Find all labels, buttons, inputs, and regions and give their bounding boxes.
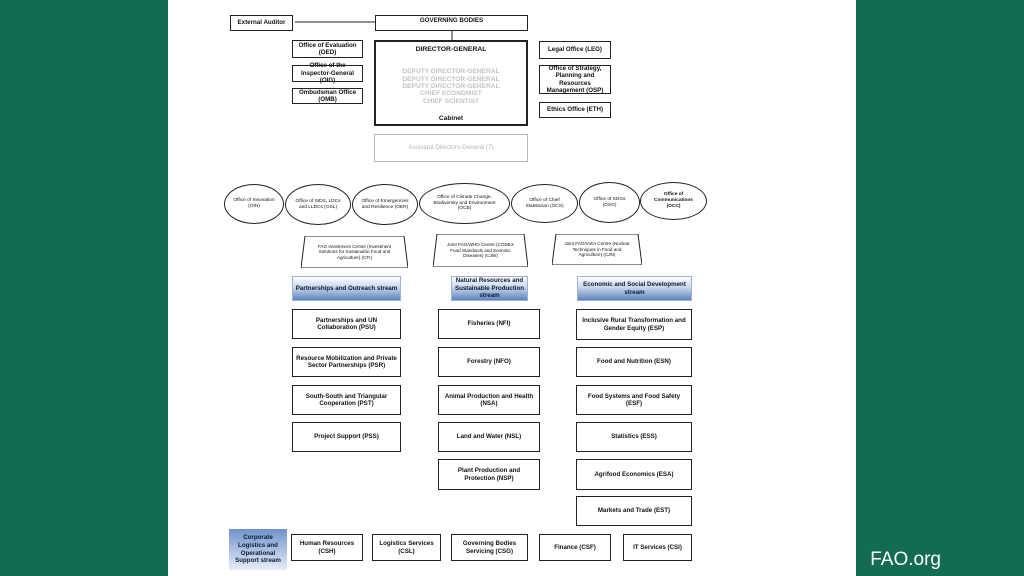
office-oval-label: Office of Innovation (OIN) — [233, 198, 275, 209]
centre-label: Joint FAO/IAEA Centre (Nuclear Technique… — [564, 241, 630, 258]
office-oval-ocs: Office of Chief Statistician (OCS) — [511, 184, 578, 223]
office-label: Office of Strategy, Planning and Resourc… — [546, 64, 604, 94]
office-oval-osg: Office of SDGs (OSG) — [579, 182, 640, 223]
office-oval-label: Office of Chief Statistician (OCS) — [525, 197, 564, 209]
centre-label: Joint FAO/WHO Centre (CODEX Food Standar… — [447, 242, 514, 259]
unit-label: Plant Production and Protection (NSP) — [457, 467, 521, 482]
unit-est: Markets and Trade (EST) — [576, 496, 692, 526]
office-label: Legal Office (LEG) — [548, 46, 602, 54]
unit-nsl: Land and Water (NSL) — [438, 422, 540, 452]
external-auditor-box: External Auditor — [230, 15, 293, 31]
office-box-omb: Ombudsman Office (OMB) — [292, 88, 363, 104]
office-oval-osl: Office of SIDS, LDCs and LLDCs (OSL) — [285, 184, 351, 225]
stream-header-partnerships: Partnerships and Outreach stream — [292, 276, 401, 301]
unit-csf: Finance (CSF) — [539, 534, 611, 561]
unit-pst: South-South and Triangular Cooperation (… — [292, 385, 401, 415]
unit-nfi: Fisheries (NFI) — [438, 309, 540, 339]
unit-label: Logistics Services (CSL) — [379, 540, 434, 555]
office-label: Ombudsman Office (OMB) — [298, 88, 357, 103]
unit-label: Statistics (ESS) — [611, 433, 657, 441]
office-box-eth: Ethics Office (ETH) — [539, 102, 611, 118]
fao-org-footer: FAO.org — [870, 549, 941, 570]
centre-cjn: Joint FAO/IAEA Centre (Nuclear Technique… — [552, 234, 642, 265]
unit-pss: Project Support (PSS) — [292, 422, 401, 452]
chief-scientist-label: CHIEF SCIENTIST — [422, 97, 480, 105]
office-label: Office of the Inspector-General (OIG) — [301, 62, 354, 85]
external-auditor-label: External Auditor — [237, 19, 286, 27]
unit-esa: Agrifood Economics (ESA) — [576, 459, 692, 490]
office-box-osp: Office of Strategy, Planning and Resourc… — [539, 65, 611, 94]
unit-label: Governing Bodies Servicing (CSG) — [462, 540, 517, 555]
stream-header-corporate: Corporate Logistics and Operational Supp… — [229, 529, 287, 570]
unit-label: Resource Mobilization and Private Sector… — [296, 354, 397, 369]
unit-label: IT Services (CSI) — [633, 543, 682, 551]
unit-label: South-South and Triangular Cooperation (… — [305, 392, 388, 407]
unit-label: Markets and Trade (EST) — [597, 507, 671, 515]
unit-esp: Inclusive Rural Transformation and Gende… — [576, 309, 692, 340]
unit-ess: Statistics (ESS) — [576, 422, 692, 452]
unit-label: Agrifood Economics (ESA) — [594, 470, 674, 478]
unit-csh: Human Resources (CSH) — [291, 534, 363, 561]
office-oval-label: Office of SIDS, LDCs and LLDCs (OSL) — [295, 198, 341, 210]
stream-title: Natural Resources and Sustainable Produc… — [454, 277, 525, 300]
unit-label: Project Support (PSS) — [314, 433, 379, 441]
org-chart-slide: External Auditor GOVERNING BODIES Office… — [168, 0, 856, 576]
unit-label: Inclusive Rural Transformation and Gende… — [582, 317, 686, 332]
office-oval-label: Office of SDGs (OSG) — [593, 196, 626, 208]
director-general-title: DIRECTOR-GENERAL — [415, 46, 487, 53]
deputy-label: DEPUTY DIRECTOR-GENERAL — [402, 68, 500, 76]
unit-label: Food Systems and Food Safety (ESF) — [587, 392, 681, 407]
stream-header-economic-social: Economic and Social Development stream — [577, 276, 692, 301]
unit-nsp: Plant Production and Protection (NSP) — [438, 459, 540, 490]
office-label: Ethics Office (ETH) — [546, 106, 604, 114]
unit-csi: IT Services (CSI) — [623, 534, 692, 561]
office-oval-label: Office of Climate Change, Biodiversity a… — [433, 194, 496, 212]
unit-csg: Governing Bodies Servicing (CSG) — [451, 534, 528, 561]
director-general-box: DIRECTOR-GENERAL DEPUTY DIRECTOR-GENERAL… — [374, 40, 528, 126]
unit-csl: Logistics Services (CSL) — [372, 534, 441, 561]
centre-cjw: Joint FAO/WHO Centre (CODEX Food Standar… — [433, 234, 528, 267]
office-oval-label: Office of Communications (OCC) — [654, 192, 693, 209]
unit-label: Partnerships and UN Collaboration (PSU) — [315, 316, 378, 331]
unit-nfo: Forestry (NFO) — [438, 347, 540, 377]
unit-psr: Resource Mobilization and Private Sector… — [292, 347, 401, 377]
office-box-leg: Legal Office (LEG) — [539, 41, 611, 59]
governing-bodies-box: GOVERNING BODIES — [375, 15, 528, 31]
unit-label: Land and Water (NSL) — [456, 433, 522, 441]
office-box-oig: Office of the Inspector-General (OIG) — [292, 62, 363, 85]
unit-psu: Partnerships and UN Collaboration (PSU) — [292, 309, 401, 339]
connector-lines — [295, 21, 453, 41]
unit-label: Human Resources (CSH) — [299, 540, 355, 555]
unit-esn: Food and Nutrition (ESN) — [576, 347, 692, 377]
deputy-label: DEPUTY DIRECTOR-GENERAL — [402, 82, 500, 90]
cabinet-label: Cabinet — [438, 115, 464, 123]
assistant-dgs-label: Assistant Directors-General (7) — [408, 144, 494, 152]
centre-label: FAO Investment Centre (Investment Soluti… — [317, 243, 392, 260]
office-oval-oin: Office of Innovation (OIN) — [224, 184, 284, 224]
office-oval-label: Office of Emergencies and Resilience (OE… — [361, 198, 409, 210]
chief-economist-label: CHIEF ECONOMIST — [420, 90, 482, 98]
unit-label: Forestry (NFO) — [467, 358, 511, 366]
unit-label: Food and Nutrition (ESN) — [597, 358, 671, 366]
assistant-dgs-box: Assistant Directors-General (7) — [374, 134, 528, 162]
unit-label: Finance (CSF) — [554, 543, 596, 551]
office-oval-ocb: Office of Climate Change, Biodiversity a… — [419, 183, 510, 224]
unit-nsa: Animal Production and Health (NSA) — [438, 385, 540, 415]
centre-cfi: FAO Investment Centre (Investment Soluti… — [301, 236, 408, 268]
office-oval-occ: Office of Communications (OCC) — [640, 182, 707, 220]
office-box-oed: Office of Evaluation (OED) — [292, 40, 363, 58]
stream-title: Corporate Logistics and Operational Supp… — [235, 534, 281, 565]
deputy-label: DEPUTY DIRECTOR-GENERAL — [402, 75, 500, 83]
unit-label: Fisheries (NFI) — [467, 320, 511, 328]
office-oval-oer: Office of Emergencies and Resilience (OE… — [352, 184, 418, 225]
unit-esf: Food Systems and Food Safety (ESF) — [576, 385, 692, 415]
stream-header-natural-resources: Natural Resources and Sustainable Produc… — [451, 276, 528, 301]
stream-title: Economic and Social Development stream — [583, 281, 686, 296]
stream-title: Partnerships and Outreach stream — [295, 284, 398, 292]
office-label: Office of Evaluation (OED) — [298, 41, 357, 56]
governing-bodies-label: GOVERNING BODIES — [419, 17, 484, 24]
unit-label: Animal Production and Health (NSA) — [444, 392, 534, 407]
